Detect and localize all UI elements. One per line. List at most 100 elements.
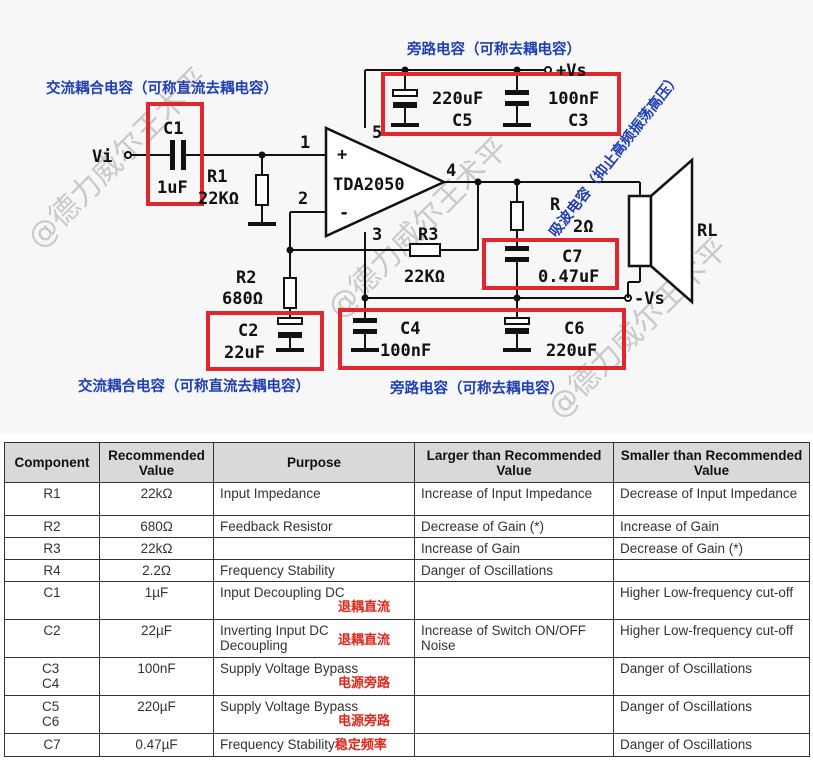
cell-value: 22kΩ [99,482,214,516]
component-text: C3 C4 [42,661,60,691]
cell-value: 1µF [99,581,214,620]
note-c5-c3: 旁路电容（可称去耦电容） [406,40,581,58]
cell-smaller: Danger of Oscillations [613,695,810,734]
note-c4-c6: 旁路电容（可称去耦电容） [389,379,564,397]
cell-smaller: Danger of Oscillations [613,657,810,696]
label-pin2: 2 [298,189,308,209]
capacitor-c3 [503,90,531,127]
purpose-text: Supply Voltage Bypass [220,661,359,676]
purpose-note: 稳定频率 [334,738,387,753]
label-minus: - [339,203,349,223]
label-c2-value: 22uF [224,343,265,363]
cell-value: 680Ω [99,515,214,538]
cell-value: 22µF [99,619,214,658]
cell-purpose: Input Impedance [213,482,415,516]
cell-smaller: Increase of Gain [613,515,810,538]
highlight-boxes [146,72,626,371]
cell-value: 2.2Ω [99,559,214,582]
table-row: R4 2.2Ω Frequency Stability Danger of Os… [4,559,810,582]
purpose-text: Feedback Resistor [220,519,333,534]
label-r1-name: R1 [207,167,227,187]
purpose-note: 退耦直流 [338,600,391,615]
label-r1-value: 22KΩ [198,189,239,209]
cell-purpose: Inverting Input DC Decoupling 退耦直流 [213,619,415,658]
label-vi: Vi [92,147,112,167]
speaker-icon [627,157,694,305]
capacitor-c6 [503,317,531,352]
highlight-c1 [146,102,204,206]
cell-smaller: Decrease of Gain (*) [613,537,810,560]
label-pin1: 1 [300,133,310,153]
label-c6-value: 220uF [546,341,597,361]
cell-larger [414,695,614,734]
capacitor-c7 [505,246,529,262]
purpose-note: 电源旁路 [338,676,391,691]
cell-component: C3 C4 [4,657,100,696]
table-row: R1 22kΩ Input Impedance Increase of Inpu… [4,482,810,516]
cell-component: R2 [4,515,100,538]
component-table-container: Component Recommended Value Purpose Larg… [4,442,810,757]
label-r2-value: 680Ω [222,289,263,309]
purpose-note: 退耦直流 [338,633,391,648]
purpose-text: Frequency Stability [220,737,335,752]
purpose-note: 电源旁路 [338,714,391,729]
table-header-row: Component Recommended Value Purpose Larg… [4,442,810,483]
label-pin3: 3 [372,225,382,245]
cell-smaller: Higher Low-frequency cut-off [613,581,810,620]
label-r4-name: R [550,195,561,215]
label-c3-name: C3 [568,111,588,131]
label-c1-name: C1 [163,119,183,139]
label-c4-name: C4 [400,319,420,339]
table-row: R3 22kΩ Increase of Gain Decrease of Gai… [4,537,810,560]
label-c5-value: 220uF [432,89,483,109]
cell-component: C5 C6 [4,695,100,734]
cell-value: 0.47µF [99,733,214,757]
cell-component: R3 [4,537,100,560]
component-text: C5 C6 [42,699,60,729]
cell-larger: Increase of Input Impedance [414,482,614,516]
cell-component: C7 [4,733,100,757]
highlight-c2 [206,311,324,371]
header-smaller: Smaller than Recommended Value [613,442,810,483]
cell-component: R4 [4,559,100,582]
purpose-text: Input Decoupling DC [220,585,345,600]
cell-larger [414,733,614,757]
cell-purpose: Frequency Stability [213,559,415,582]
label-c6-name: C6 [564,319,584,339]
cell-value: 220µF [99,695,214,734]
highlight-c7 [482,238,619,290]
header-purpose: Purpose [213,442,415,483]
header-larger: Larger than Recommended Value [414,442,614,483]
cell-value: 100nF [99,657,214,696]
label-c4-value: 100nF [380,341,431,361]
purpose-text: Input Impedance [220,486,321,501]
purpose-text: Inverting Input DC Decoupling [220,623,329,653]
table-row: R2 680Ω Feedback Resistor Decrease of Ga… [4,515,810,538]
cell-purpose: Frequency Stability稳定频率 [213,733,415,757]
label-vs-neg: -Vs [634,289,665,309]
capacitor-c5 [391,89,419,127]
cell-smaller [613,559,810,582]
label-vs-pos: +Vs [556,61,587,81]
label-c7-name: C7 [562,247,582,267]
purpose-text: Supply Voltage Bypass [220,699,359,714]
purpose-text: Frequency Stability [220,563,335,578]
table-row: C7 0.47µF Frequency Stability稳定频率 Danger… [4,733,810,757]
label-pin5: 5 [372,123,382,143]
resistor-r1 [255,174,269,206]
label-c2-name: C2 [238,321,258,341]
label-plus: + [337,145,347,165]
label-r3-name: R3 [418,225,438,245]
label-pin4: 4 [446,161,456,181]
highlight-c5-c3 [381,72,621,136]
label-c7-value: 0.47uF [538,267,599,287]
cell-value: 22kΩ [99,537,214,560]
resistor-r3 [409,243,441,257]
